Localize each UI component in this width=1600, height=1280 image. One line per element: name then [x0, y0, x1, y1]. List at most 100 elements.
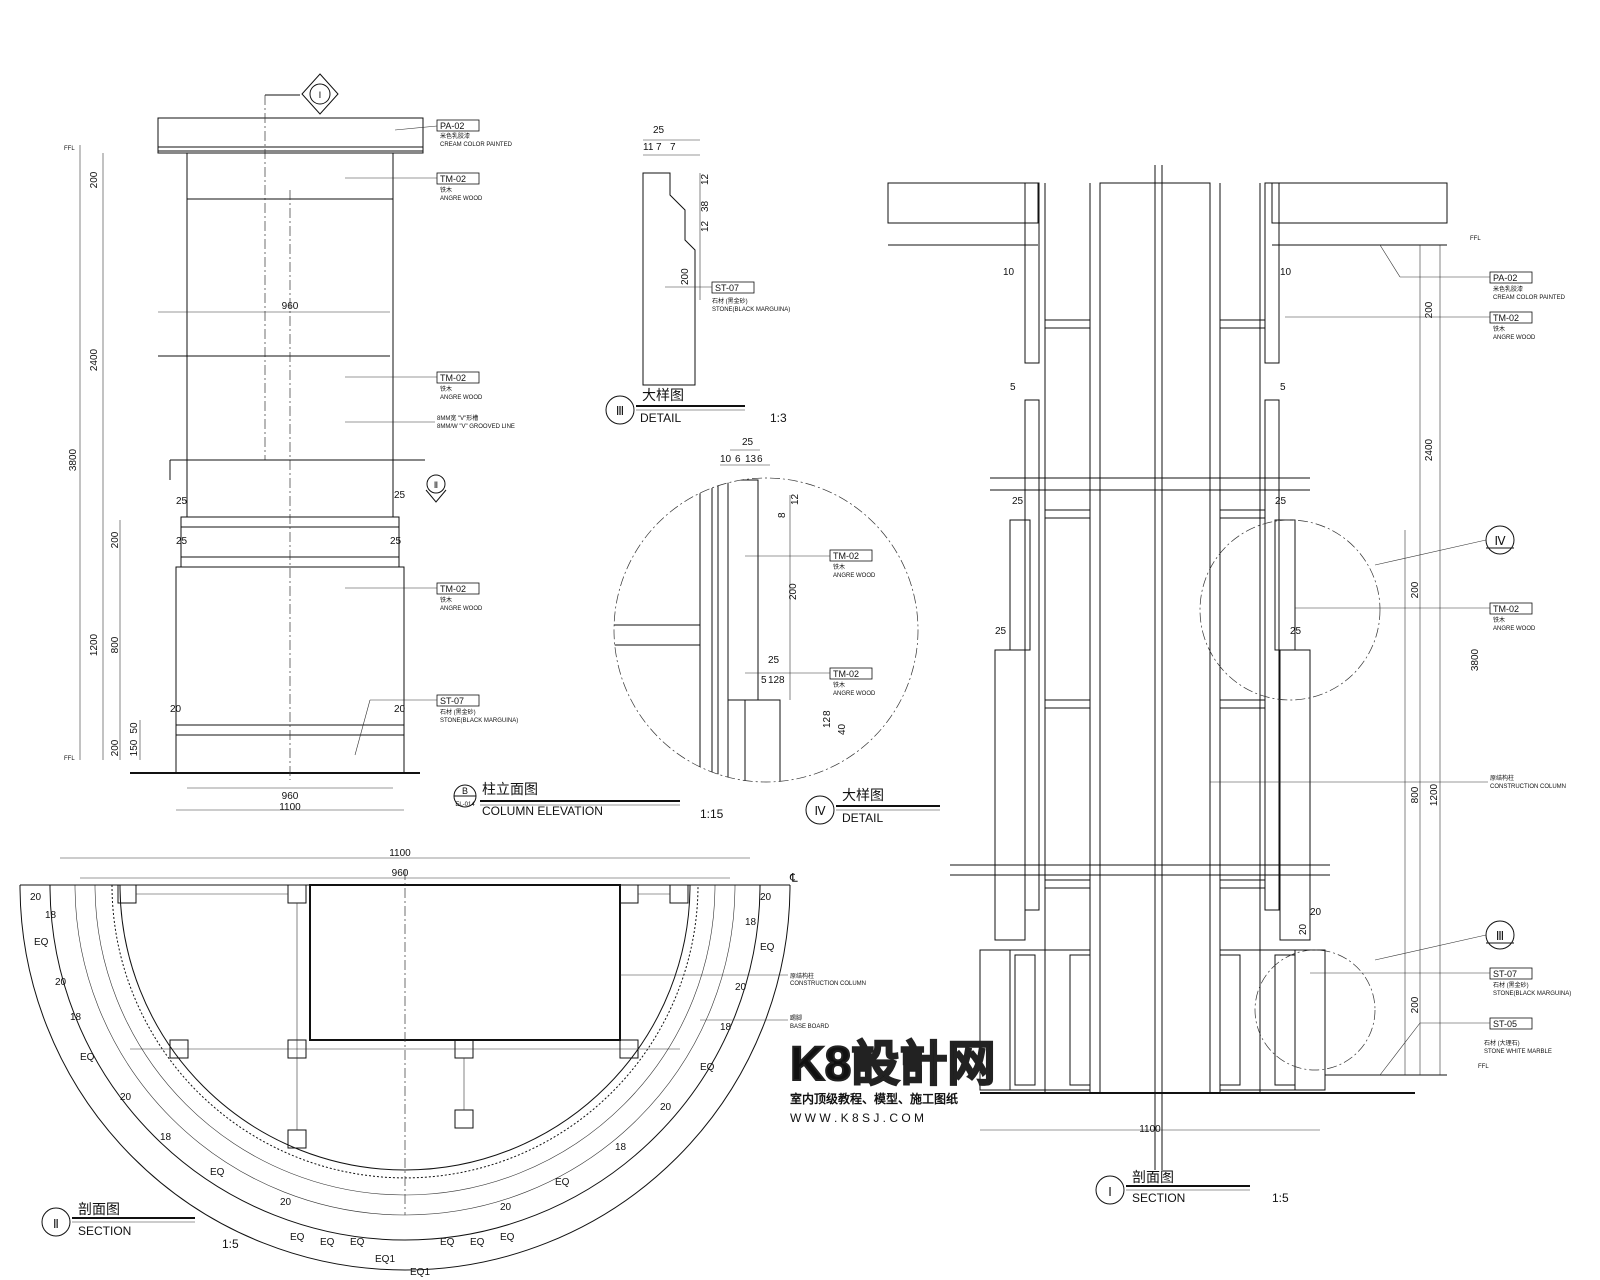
svg-text:Ⅱ: Ⅱ: [53, 1217, 59, 1231]
svg-text:PA-02: PA-02: [440, 121, 464, 131]
svg-text:TM-02: TM-02: [440, 584, 466, 594]
svg-text:800: 800: [1410, 786, 1421, 803]
svg-text:20: 20: [760, 892, 772, 903]
svg-text:石材 (黑金砂): 石材 (黑金砂): [440, 708, 476, 716]
svg-text:TM-02: TM-02: [440, 174, 466, 184]
svg-text:18: 18: [70, 1012, 82, 1023]
svg-text:TM-02: TM-02: [833, 551, 859, 561]
svg-text:20: 20: [1298, 923, 1309, 935]
svg-text:ANGRE WOOD: ANGRE WOOD: [440, 196, 483, 202]
svg-text:EQ: EQ: [760, 942, 775, 953]
svg-text:8: 8: [779, 675, 785, 686]
svg-text:3800: 3800: [68, 448, 79, 471]
section-2: 1100 960 原结构柱 C: [19, 848, 866, 1278]
svg-text:10: 10: [1003, 267, 1015, 278]
svg-text:铁木: 铁木: [833, 681, 845, 689]
svg-text:1100: 1100: [1139, 1124, 1161, 1135]
svg-text:大样图: 大样图: [642, 387, 684, 403]
svg-text:960: 960: [392, 868, 409, 879]
svg-text:ANGRE WOOD: ANGRE WOOD: [833, 691, 876, 697]
svg-text:20: 20: [280, 1197, 292, 1208]
svg-text:25: 25: [390, 536, 402, 547]
svg-text:剖面图: 剖面图: [1132, 1169, 1174, 1185]
svg-text:STONE WHITE MARBLE: STONE WHITE MARBLE: [1484, 1049, 1552, 1055]
svg-text:PA-02: PA-02: [1493, 273, 1517, 283]
svg-text:25: 25: [394, 490, 406, 501]
svg-text:1100: 1100: [279, 802, 301, 813]
svg-text:13: 13: [745, 454, 757, 465]
svg-text:Ⅳ: Ⅳ: [814, 804, 825, 818]
svg-text:FFL: FFL: [1470, 236, 1481, 242]
svg-text:800: 800: [110, 636, 121, 653]
svg-text:EL-014: EL-014: [455, 802, 475, 808]
svg-text:Ⅱ: Ⅱ: [434, 480, 438, 490]
svg-text:200: 200: [1424, 301, 1435, 318]
svg-text:8MM宽 "V"形槽: 8MM宽 "V"形槽: [437, 414, 478, 422]
svg-text:20: 20: [660, 1102, 672, 1113]
svg-text:18: 18: [160, 1132, 172, 1143]
svg-text:7: 7: [670, 142, 676, 153]
svg-text:12: 12: [700, 173, 711, 185]
svg-text:25: 25: [653, 125, 665, 136]
svg-text:1:15: 1:15: [700, 807, 724, 821]
svg-text:石材 (大理石): 石材 (大理石): [1484, 1039, 1520, 1047]
svg-text:EQ: EQ: [320, 1237, 335, 1248]
section-mark-top: [301, 73, 339, 115]
svg-text:8MM/W "V" GROOVED LINE: 8MM/W "V" GROOVED LINE: [437, 424, 515, 430]
svg-text:1200: 1200: [89, 633, 100, 656]
svg-text:2400: 2400: [89, 348, 100, 371]
svg-text:W W W . K 8 S J . C O M: W W W . K 8 S J . C O M: [790, 1111, 924, 1125]
svg-text:20: 20: [735, 982, 747, 993]
svg-text:20: 20: [120, 1092, 132, 1103]
svg-text:5: 5: [761, 675, 767, 686]
svg-text:DETAIL: DETAIL: [842, 811, 883, 825]
svg-text:TM-02: TM-02: [1493, 604, 1519, 614]
svg-text:25: 25: [768, 655, 780, 666]
svg-text:2400: 2400: [1424, 438, 1435, 461]
svg-text:25: 25: [176, 536, 188, 547]
svg-text:200: 200: [1410, 996, 1421, 1013]
svg-text:11: 11: [643, 142, 654, 153]
svg-text:8: 8: [822, 710, 833, 716]
svg-text:38: 38: [700, 200, 711, 212]
svg-text:12: 12: [768, 675, 780, 686]
svg-text:大样图: 大样图: [842, 787, 884, 803]
svg-text:踢脚: 踢脚: [790, 1014, 802, 1022]
svg-text:Ⅳ: Ⅳ: [1494, 534, 1505, 548]
arc-dimensions: 20 18 EQ 20 18 EQ 20 18 EQ 20 20 18 EQ 2…: [30, 892, 775, 1213]
svg-text:25: 25: [1290, 626, 1302, 637]
watermark-logo: K8設計网: [790, 1038, 995, 1091]
svg-text:EQ: EQ: [440, 1237, 455, 1248]
svg-text:EQ: EQ: [555, 1177, 570, 1188]
svg-text:12: 12: [790, 493, 801, 505]
ceiling-slab: [157, 117, 424, 152]
svg-text:200: 200: [788, 583, 799, 600]
svg-text:200: 200: [89, 171, 100, 188]
svg-text:6: 6: [735, 454, 741, 465]
construction-column-plan: [309, 884, 621, 1041]
svg-text:米色乳胶漆: 米色乳胶漆: [1493, 285, 1523, 293]
svg-text:铁木: 铁木: [440, 186, 452, 194]
svg-text:ANGRE WOOD: ANGRE WOOD: [833, 573, 876, 579]
detail-4: 25 10 6 13 6 12 8 200 25 5 12 8 8 12 40 …: [613, 437, 940, 825]
svg-text:18: 18: [720, 1022, 732, 1033]
svg-text:铁木: 铁木: [833, 563, 845, 571]
svg-text:20: 20: [30, 892, 42, 903]
svg-text:Ⅰ: Ⅰ: [1108, 1185, 1112, 1199]
svg-text:200: 200: [1410, 581, 1421, 598]
svg-text:50: 50: [129, 722, 140, 734]
svg-text:25: 25: [176, 496, 188, 507]
svg-text:10: 10: [1280, 267, 1292, 278]
svg-text:1100: 1100: [389, 848, 411, 859]
svg-text:20: 20: [394, 704, 406, 715]
svg-text:铁木: 铁木: [440, 385, 452, 393]
svg-text:EQ1: EQ1: [410, 1267, 430, 1278]
bottom-eq-dims: EQ EQ EQ EQ1 EQ1 EQ EQ EQ: [290, 1232, 515, 1278]
svg-text:DETAIL: DETAIL: [640, 411, 681, 425]
svg-text:5: 5: [1010, 382, 1016, 393]
svg-text:18: 18: [745, 917, 757, 928]
svg-text:960: 960: [282, 791, 299, 802]
svg-text:CONSTRUCTION COLUMN: CONSTRUCTION COLUMN: [790, 981, 866, 987]
svg-text:ANGRE WOOD: ANGRE WOOD: [440, 606, 483, 612]
